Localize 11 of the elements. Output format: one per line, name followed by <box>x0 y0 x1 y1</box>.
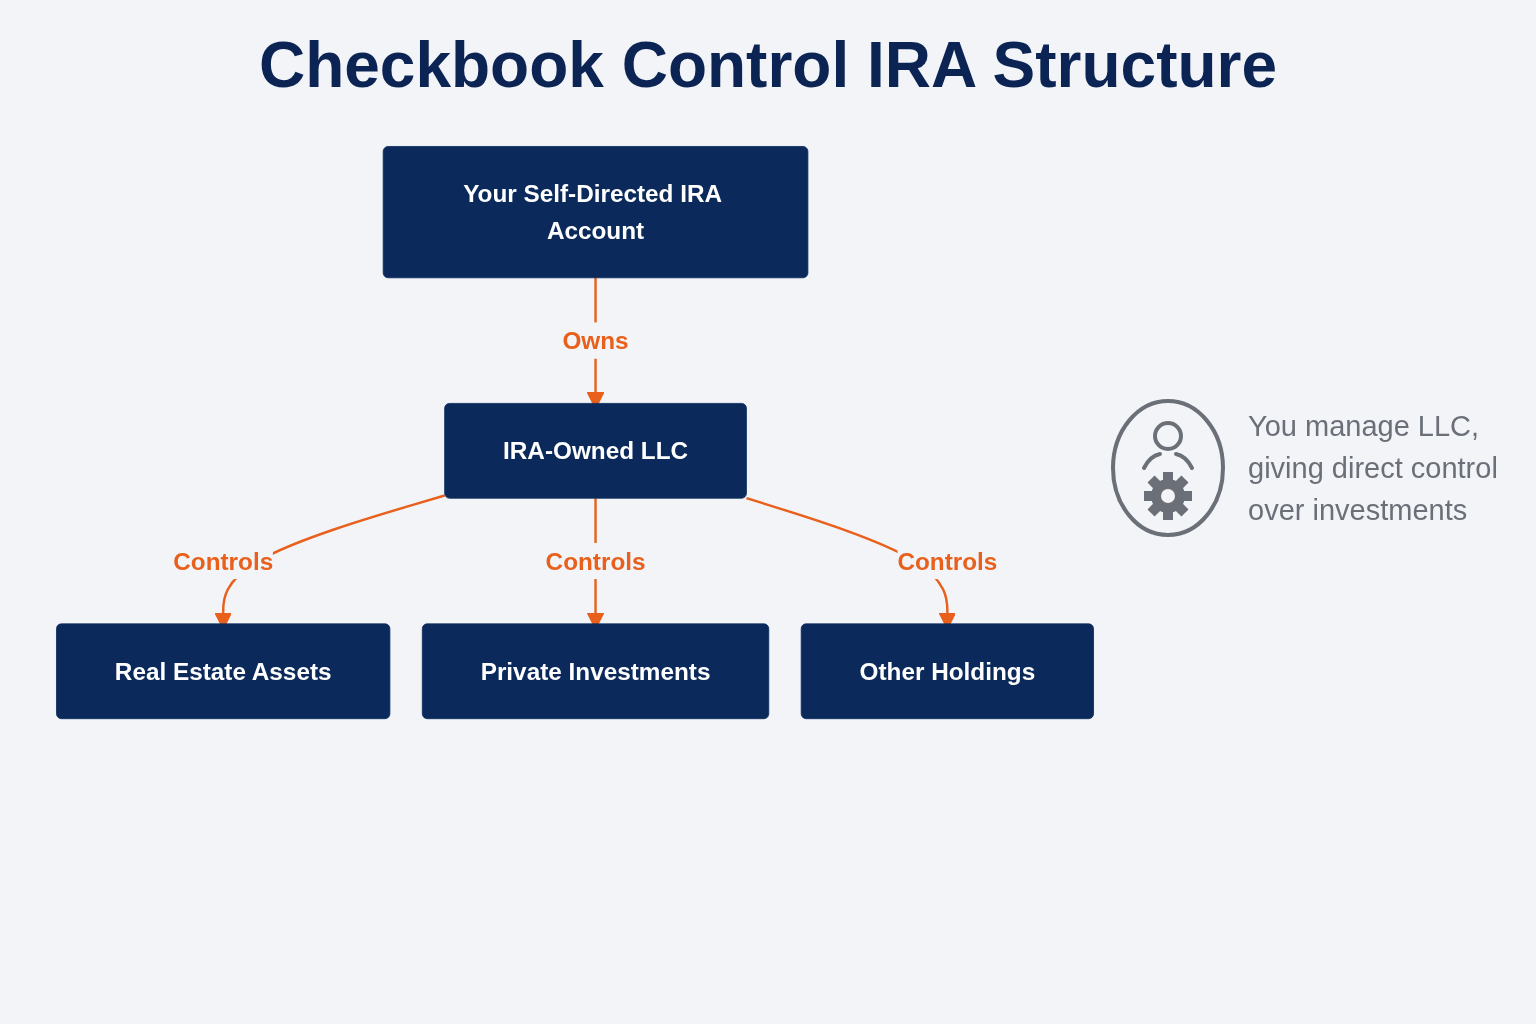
node-box: Other Holdings <box>800 623 1094 720</box>
node-box: IRA-Owned LLC <box>444 403 747 499</box>
side-note: You manage LLC, giving direct control over investments <box>1248 409 1499 528</box>
node-box: Real Estate Assets <box>56 623 391 720</box>
title: Checkbook Control IRA Structure <box>258 28 1278 102</box>
edge-label: Owns <box>562 327 629 354</box>
edge-label: Controls <box>545 547 646 575</box>
edge-label: Controls <box>173 547 274 575</box>
node-box: Private Investments <box>421 623 770 720</box>
node-box: Your Self-Directed IRA Account <box>382 146 809 279</box>
edge-label: Controls <box>897 547 998 575</box>
